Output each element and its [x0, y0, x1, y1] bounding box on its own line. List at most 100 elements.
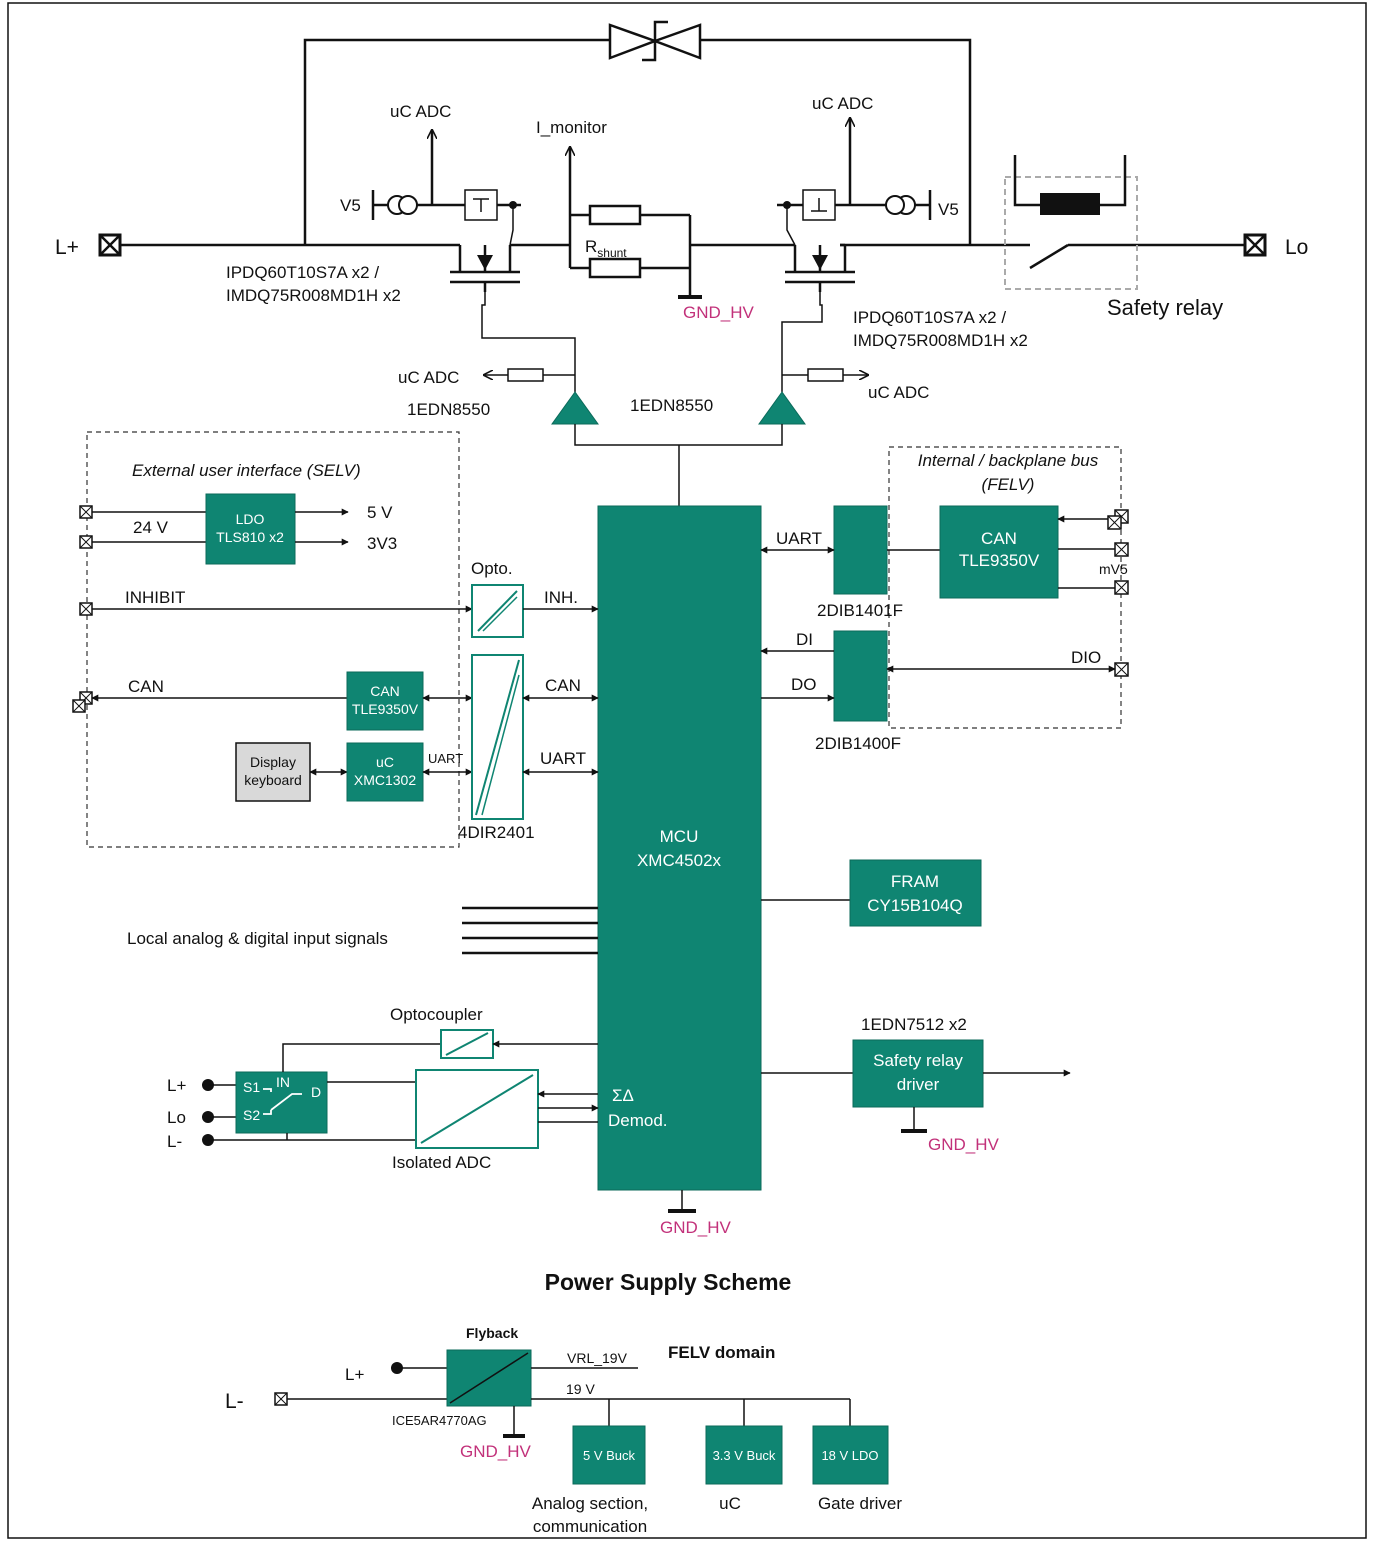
ps-lminus-terminal: [274, 1392, 288, 1406]
left-mosfet-icon: [450, 243, 520, 292]
di-label: DI: [796, 630, 813, 649]
inhibit-label: INHIBIT: [125, 588, 185, 607]
v19-label: 19 V: [566, 1381, 595, 1397]
display-label-2: keyboard: [244, 772, 302, 788]
opto-feedback-wire: [282, 1043, 441, 1072]
local-inputs-label: Local analog & digital input signals: [127, 929, 388, 948]
display-label-1: Display: [250, 754, 296, 770]
driver-left-label: 1EDN8550: [407, 400, 490, 419]
felv-domain-label: FELV domain: [668, 1343, 775, 1362]
v5-right-label: V5: [938, 200, 959, 219]
uc-supply-label: uC: [719, 1494, 741, 1513]
right-mosfet-icon: [785, 243, 855, 292]
gate-driver-right-icon: [758, 391, 806, 425]
v5-left-label: V5: [340, 196, 361, 215]
dib1401-block: [833, 505, 888, 595]
can-felv-1: CAN: [981, 529, 1017, 548]
driver-bus: [574, 424, 783, 446]
right-sense-circuit: [777, 118, 932, 246]
uc-xmc1302-1: uC: [376, 754, 394, 770]
optocoupler-diag: [445, 1032, 489, 1056]
iso-diag-2: [481, 674, 520, 816]
mosfet-right-line2: IMDQ75R008MD1H x2: [853, 331, 1028, 350]
safety-relay-label: Safety relay: [1107, 295, 1223, 320]
buck5-block: [572, 1425, 646, 1485]
flyback-label: Flyback: [466, 1325, 518, 1341]
dio-label: DIO: [1071, 648, 1101, 667]
sense-lo: Lo: [167, 1108, 186, 1127]
buck33-block: [705, 1425, 783, 1485]
mosfet-right-line1: IPDQ60T10S7A x2 /: [853, 308, 1006, 327]
demod-label: Demod.: [608, 1111, 668, 1130]
felv-title-1: Internal / backplane bus: [918, 451, 1099, 470]
ldo-name-1: LDO: [236, 511, 265, 527]
ps-lminus-label: L-: [225, 1390, 244, 1413]
v24-label: 24 V: [133, 518, 169, 537]
fram-block: [849, 859, 982, 927]
uc-adc-top-right: uC ADC: [812, 94, 873, 113]
can-chip-felv: [939, 505, 1059, 599]
driver-mid-label: 1EDN8550: [630, 396, 713, 415]
ldo18-block: [812, 1425, 889, 1485]
optocoupler-label: Optocoupler: [390, 1005, 483, 1024]
can-chip-selv-2: TLE9350V: [352, 701, 419, 717]
power-title: Power Supply Scheme: [545, 1269, 792, 1295]
ldo-name-2: TLS810 x2: [216, 529, 284, 545]
r-shunt-label: Rshunt: [585, 237, 627, 260]
can-selv-label: CAN: [128, 677, 164, 696]
can-chip-selv-1: CAN: [370, 683, 400, 699]
mv5-label: mV5: [1099, 561, 1128, 577]
relay-driver-part: 1EDN7512 x2: [861, 1015, 967, 1034]
buck5-label: 5 V Buck: [583, 1448, 636, 1463]
lo-terminal: [1243, 233, 1267, 257]
mosfet-left-line1: IPDQ60T10S7A x2 /: [226, 263, 379, 282]
mcu-name-2: XMC4502x: [637, 851, 722, 870]
flyback-diag: [449, 1352, 529, 1404]
fram-name-1: FRAM: [891, 872, 939, 891]
s1-label: S1: [243, 1079, 260, 1095]
gate-driver-left-icon: [551, 391, 599, 425]
mcu-block: [597, 505, 762, 1191]
local-input-lines: [462, 906, 598, 955]
i-monitor-label: I_monitor: [536, 118, 607, 137]
bidirectional-switch-icon: [608, 20, 702, 62]
uc-xmc1302-block: [346, 742, 424, 802]
iso-diag: [475, 659, 520, 816]
can-chip-selv: [346, 671, 424, 731]
gnd-hv-mcu: GND_HV: [660, 1218, 732, 1237]
sense-l-minus: L-: [167, 1132, 182, 1151]
out-5v-label: 5 V: [367, 503, 393, 522]
gnd-hv-ps: GND_HV: [460, 1442, 532, 1461]
gate-driver-label: Gate driver: [818, 1494, 902, 1513]
right-driver-adc-tap: [782, 368, 868, 382]
inh-label: INH.: [544, 588, 578, 607]
mcu-name-1: MCU: [660, 827, 699, 846]
l-plus-label: L+: [55, 236, 79, 259]
selv-box: [86, 431, 460, 848]
sense-terminals: [202, 1079, 214, 1146]
dib1401-label: 2DIB1401F: [817, 601, 903, 620]
right-gate-wire: [781, 292, 823, 392]
left-gate-wire: [481, 292, 576, 392]
outer-frame: [7, 2, 1367, 1539]
buck33-label: 3.3 V Buck: [713, 1448, 776, 1463]
shunt-resistors: [568, 204, 702, 299]
felv-title-2: (FELV): [982, 475, 1035, 494]
selv-terminals: [72, 505, 93, 713]
dib1400-block: [833, 630, 888, 722]
sense-l-plus: L+: [167, 1076, 186, 1095]
relay-driver-2: driver: [897, 1075, 940, 1094]
iso-uart-label: UART: [540, 749, 586, 768]
ldo18-label: 18 V LDO: [821, 1448, 878, 1463]
dib1400-label: 2DIB1400F: [815, 734, 901, 753]
ice-label: ICE5AR4770AG: [392, 1413, 487, 1428]
d-label: D: [311, 1084, 321, 1100]
opto-label: Opto.: [471, 559, 513, 578]
bypass-right: [700, 38, 972, 245]
uart-small-label: UART: [428, 751, 463, 766]
gnd-hv-relay: GND_HV: [928, 1135, 1000, 1154]
iso-can-label: CAN: [545, 676, 581, 695]
dir-label: 4DIR2401: [458, 823, 535, 842]
